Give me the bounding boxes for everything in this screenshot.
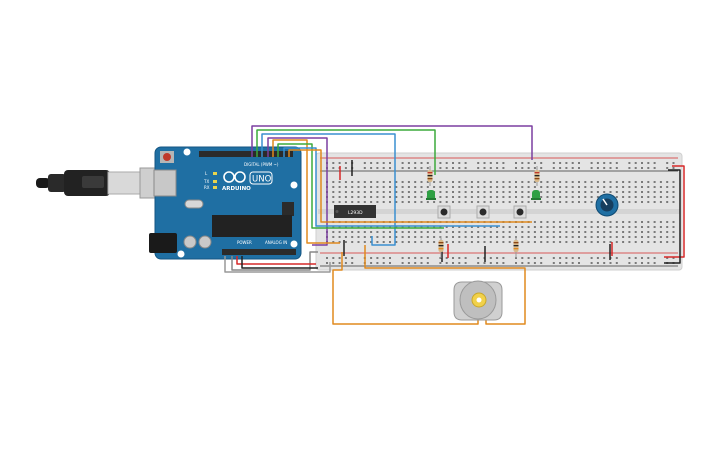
atmega-chip bbox=[212, 215, 292, 237]
led-rx-label: RX bbox=[204, 185, 210, 190]
wire-purple-led2[interactable] bbox=[251, 125, 533, 160]
breadboard[interactable] bbox=[315, 152, 683, 271]
dc-motor-icon[interactable] bbox=[453, 280, 503, 321]
push-button-1[interactable] bbox=[437, 205, 451, 219]
wire-red-rail-bridge[interactable] bbox=[664, 165, 685, 258]
push-button-3[interactable] bbox=[513, 205, 527, 219]
led-tx-label: TX bbox=[203, 179, 209, 184]
wire-orange-motor-b[interactable] bbox=[364, 245, 526, 325]
arduino-model: UNO bbox=[252, 175, 272, 185]
wire-black-rail-bridge[interactable] bbox=[664, 169, 681, 264]
arduino-brand: ARDUINO bbox=[222, 186, 251, 192]
usb-jack bbox=[153, 169, 177, 197]
wire-black-gnd[interactable] bbox=[241, 256, 318, 269]
power-analog-header[interactable] bbox=[222, 249, 296, 255]
reset-button[interactable] bbox=[160, 151, 174, 163]
ic-label: L293D bbox=[348, 210, 363, 216]
resistor-3[interactable] bbox=[438, 236, 444, 258]
green-led-1[interactable] bbox=[426, 190, 436, 200]
digital-header[interactable] bbox=[199, 151, 293, 157]
wire-orange-motor-a[interactable] bbox=[332, 252, 479, 325]
arduino-logo-icon bbox=[223, 171, 246, 183]
wire-green-led1[interactable] bbox=[256, 129, 436, 175]
led-l-label: L bbox=[205, 171, 208, 176]
analog-header-label: ANALOG IN bbox=[265, 240, 287, 245]
wire-orange-button[interactable] bbox=[288, 149, 532, 223]
wire-red-5v[interactable] bbox=[236, 256, 316, 265]
arduino-uno-board[interactable]: L TX RX ARDUINO UNO DIGITAL (PWM ~) POWE… bbox=[149, 146, 302, 260]
resistor-1[interactable] bbox=[427, 166, 433, 186]
wire-blue-button[interactable] bbox=[283, 147, 500, 227]
potentiometer-icon[interactable] bbox=[595, 193, 619, 217]
wire-grey-gnd[interactable] bbox=[231, 251, 318, 271]
usb-cable[interactable] bbox=[36, 167, 173, 199]
green-led-2[interactable] bbox=[531, 190, 541, 200]
push-button-2[interactable] bbox=[476, 205, 490, 219]
resistor-4[interactable] bbox=[513, 236, 519, 258]
resistor-2[interactable] bbox=[534, 166, 540, 186]
power-header-label: POWER bbox=[237, 240, 252, 245]
wire-orange-ic[interactable] bbox=[272, 139, 340, 244]
wires[interactable] bbox=[224, 125, 685, 325]
digital-header-label: DIGITAL (PWM ~) bbox=[244, 162, 279, 167]
wire-purple-ic[interactable] bbox=[267, 137, 328, 246]
wire-green-button[interactable] bbox=[277, 143, 444, 229]
wire-grey-pot[interactable] bbox=[224, 256, 331, 273]
l293d-chip[interactable]: L293D bbox=[334, 205, 376, 218]
power-jack bbox=[149, 233, 177, 253]
wire-blue-ic[interactable] bbox=[261, 133, 396, 246]
